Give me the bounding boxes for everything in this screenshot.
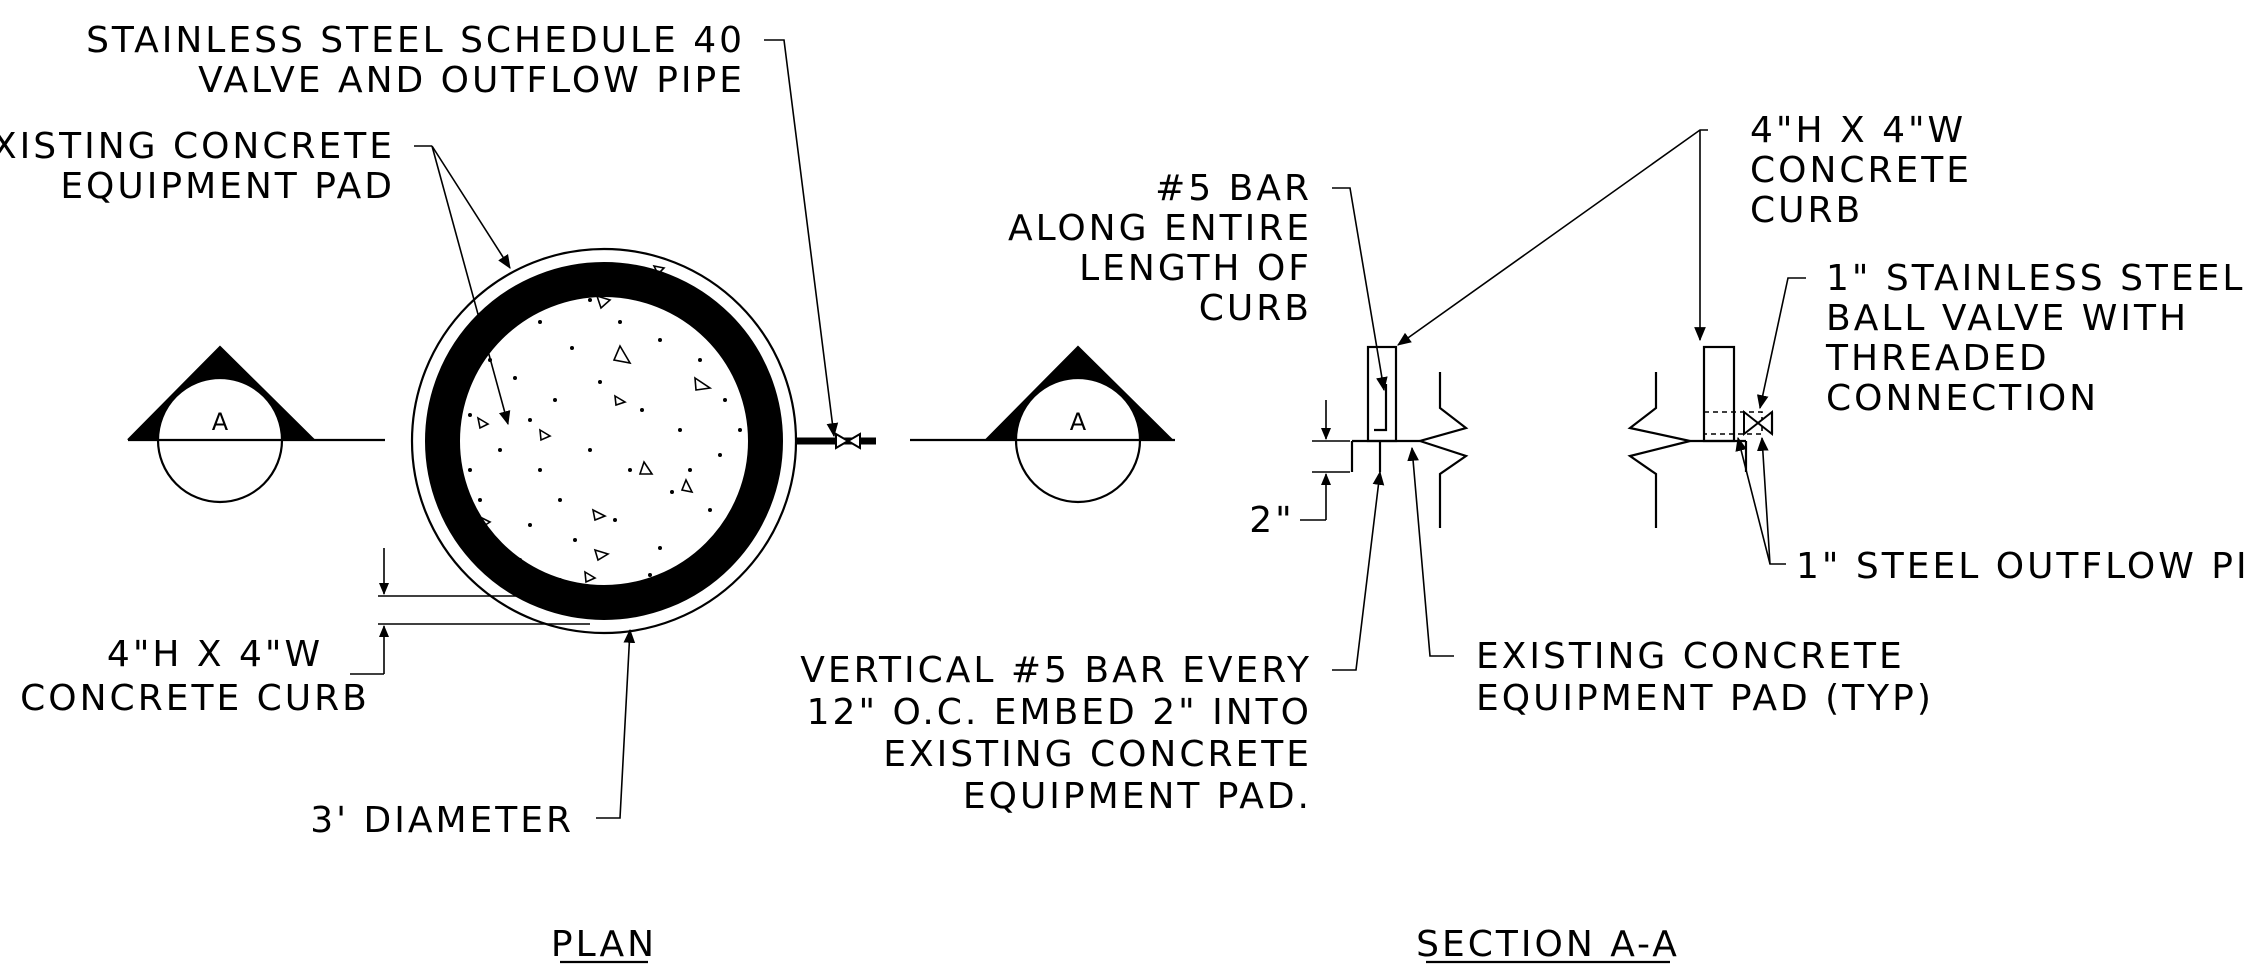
label-bar-line3: LENGTH OF	[1079, 248, 1312, 289]
section-marker-left: A	[127, 345, 385, 504]
label-section-pad-line2: EQUIPMENT PAD (TYP)	[1476, 678, 1934, 719]
label-vertical-bar-line2: 12" O.C. EMBED 2" INTO	[807, 692, 1312, 733]
leader-bar	[1332, 187, 1388, 392]
label-ball-valve-line1: 1" STAINLESS STEEL	[1826, 258, 2245, 299]
circular-curb	[410, 247, 798, 635]
label-embed-dimension: 2"	[1249, 500, 1294, 541]
label-bar-line4: CURB	[1199, 288, 1312, 329]
label-curb-line2: CONCRETE CURB	[20, 678, 370, 719]
label-section-curb-line2: CONCRETE	[1750, 150, 1972, 191]
label-existing-pad-line2: EQUIPMENT PAD	[60, 166, 395, 207]
leader-existing-pad	[414, 145, 511, 426]
label-vertical-bar-line4: EQUIPMENT PAD.	[963, 776, 1312, 817]
leader-outflow-pipe	[1735, 436, 1786, 565]
concrete-stipple	[468, 298, 742, 592]
leader-section-pad	[1407, 446, 1454, 657]
leader-ball-valve	[1756, 277, 1806, 410]
section-left-curb	[1350, 345, 1469, 528]
leader-valve-pipe	[764, 39, 839, 438]
section-marker-right-letter: A	[1070, 408, 1087, 436]
label-section-curb-line3: CURB	[1750, 190, 1863, 231]
label-valve-pipe-line1: STAINLESS STEEL SCHEDULE 40	[86, 20, 745, 61]
leader-section-curb	[1397, 129, 1708, 346]
aggregate-triangles	[476, 264, 713, 584]
label-vertical-bar-line1: VERTICAL #5 BAR EVERY	[800, 650, 1312, 691]
label-bar-line2: ALONG ENTIRE	[1008, 208, 1312, 249]
section-marker-left-letter: A	[212, 408, 229, 436]
plan-outflow-pipe	[796, 432, 876, 450]
label-bar-line1: #5 BAR	[1155, 168, 1312, 209]
label-section-curb-line1: 4"H X 4"W	[1750, 110, 1966, 151]
label-vertical-bar-line3: EXISTING CONCRETE	[883, 734, 1312, 775]
curb-width-dimension	[350, 548, 590, 675]
label-valve-pipe-line2: VALVE AND OUTFLOW PIPE	[198, 60, 745, 101]
label-existing-pad-line1: EXISTING CONCRETE	[0, 126, 395, 167]
leader-diameter	[596, 628, 636, 819]
plan-title: PLAN	[551, 924, 657, 965]
label-ball-valve-line3: THREADED	[1825, 338, 2050, 379]
section-right-curb	[1627, 345, 1774, 528]
label-outflow-pipe: 1" STEEL OUTFLOW PIPE	[1796, 546, 2247, 587]
label-section-pad-line1: EXISTING CONCRETE	[1476, 636, 1905, 677]
section-title: SECTION A-A	[1416, 924, 1680, 965]
section-view: 2" #5 BAR ALONG ENTIRE LENGTH OF CURB VE…	[800, 110, 2247, 965]
label-curb-line1: 4"H X 4"W	[107, 634, 323, 675]
section-marker-right: A	[910, 345, 1175, 504]
label-ball-valve-line2: BALL VALVE WITH	[1826, 298, 2189, 339]
plan-view: A A	[0, 20, 1175, 965]
leader-vertical-bar	[1332, 470, 1385, 671]
label-ball-valve-line4: CONNECTION	[1826, 378, 2099, 419]
label-diameter: 3' DIAMETER	[310, 800, 574, 841]
embed-dimension	[1300, 400, 1350, 521]
